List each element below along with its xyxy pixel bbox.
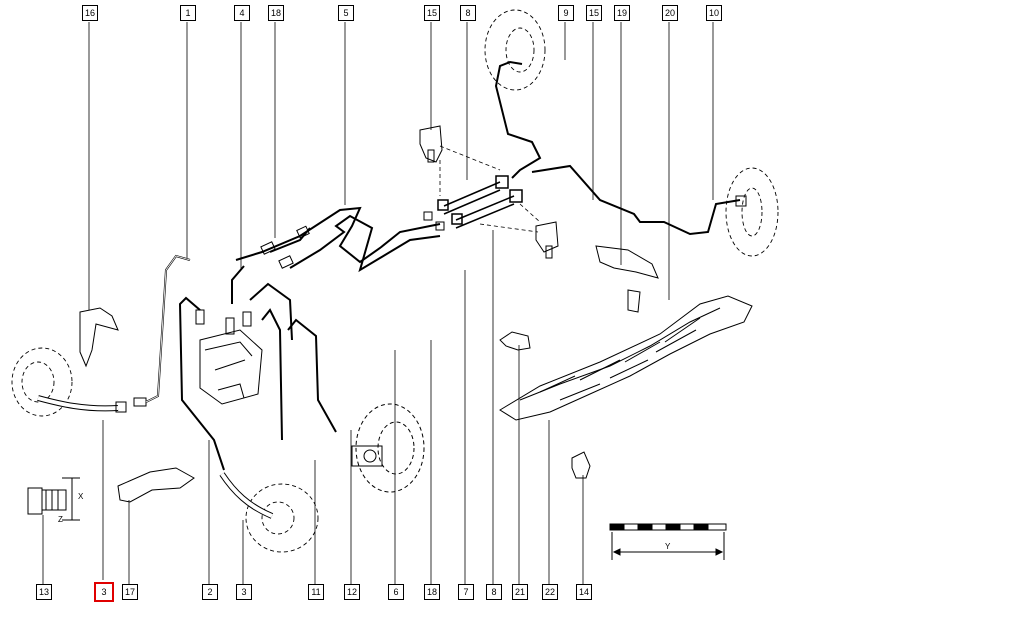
pipe-rear-right (494, 60, 542, 179)
dimension-label-x: X (78, 492, 84, 501)
rear-connectors (437, 175, 523, 229)
clip-14 (571, 451, 591, 479)
callout-8-top[interactable]: 8 (460, 5, 476, 21)
abs-pipes (178, 265, 337, 471)
scale-bar (609, 523, 727, 560)
callout-12[interactable]: 12 (344, 584, 360, 600)
union-13 (27, 477, 80, 521)
rear-right-wheel-top (484, 9, 546, 91)
rear-left-wheel-bottom (245, 483, 319, 553)
callout-10[interactable]: 10 (706, 5, 722, 21)
callout-3[interactable]: 3 (236, 584, 252, 600)
pipe-left-front (145, 254, 191, 403)
callout-13[interactable]: 13 (36, 584, 52, 600)
abs-unit (195, 309, 263, 405)
bracket-17 (117, 467, 195, 503)
callout-7[interactable]: 7 (458, 584, 474, 600)
callout-5[interactable]: 5 (338, 5, 354, 21)
callout-8-bottom[interactable]: 8 (486, 584, 502, 600)
union-fittings (260, 211, 445, 269)
dimension-label-y: Y (665, 542, 671, 551)
master-cylinder (351, 445, 383, 467)
callout-3-highlighted[interactable]: 3 (94, 582, 114, 602)
callout-19[interactable]: 19 (614, 5, 630, 21)
rear-pipes (235, 206, 441, 273)
callout-20[interactable]: 20 (662, 5, 678, 21)
callout-9[interactable]: 9 (558, 5, 574, 21)
callout-6[interactable]: 6 (388, 584, 404, 600)
left-front-hose (37, 395, 147, 413)
rear-left-wheel-right (725, 167, 779, 257)
callout-18-top[interactable]: 18 (268, 5, 284, 21)
callout-15-left[interactable]: 15 (424, 5, 440, 21)
rear-left-hose (219, 472, 274, 519)
bracket-16 (79, 307, 119, 368)
callout-4[interactable]: 4 (234, 5, 250, 21)
callout-15-right[interactable]: 15 (586, 5, 602, 21)
callout-22[interactable]: 22 (542, 584, 558, 600)
heat-shield (499, 295, 753, 421)
dimension-label-z: Z (58, 515, 63, 524)
callout-16[interactable]: 16 (82, 5, 98, 21)
clip-15-left (419, 125, 443, 163)
callout-11[interactable]: 11 (308, 584, 324, 600)
brake-servo (355, 403, 425, 493)
callout-1[interactable]: 1 (180, 5, 196, 21)
callout-18-bottom[interactable]: 18 (424, 584, 440, 600)
bracket-19 (595, 245, 659, 313)
pipe-rear-left (531, 164, 741, 236)
left-front-wheel (11, 347, 73, 417)
callout-17[interactable]: 17 (122, 584, 138, 600)
callout-14[interactable]: 14 (576, 584, 592, 600)
leader-lines-bottom (42, 230, 584, 584)
callout-21[interactable]: 21 (512, 584, 528, 600)
clip-15-right (535, 221, 559, 259)
leader-lines-top (88, 22, 714, 310)
callout-2[interactable]: 2 (202, 584, 218, 600)
clip-21 (499, 331, 531, 351)
